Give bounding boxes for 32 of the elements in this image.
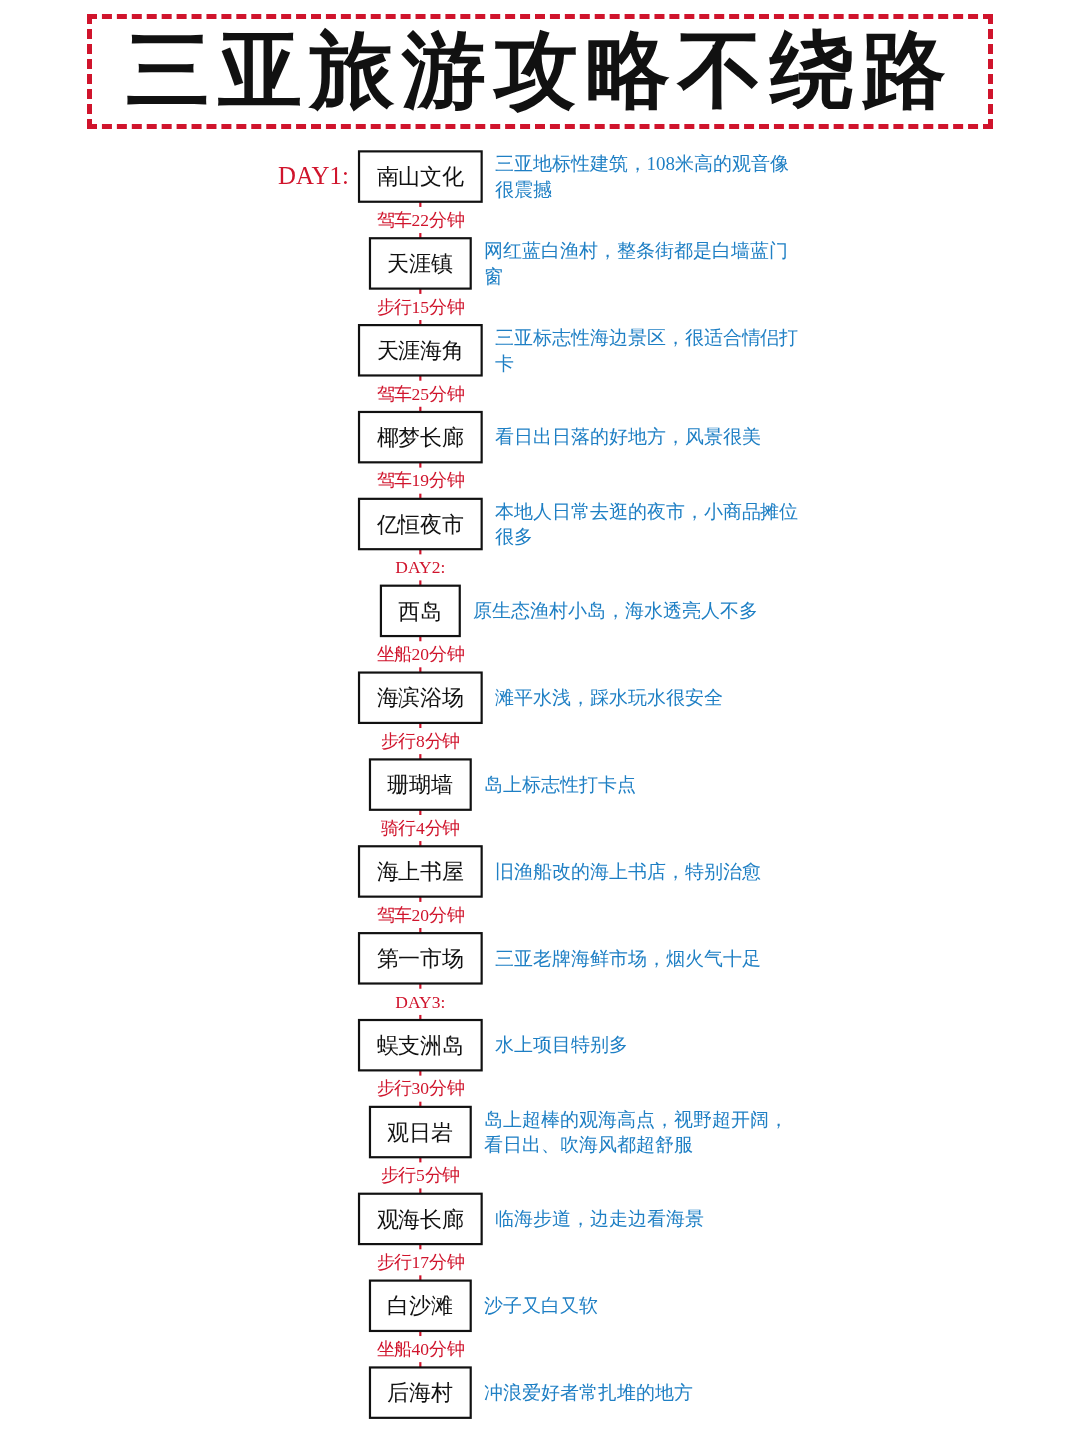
place-box: 天涯镇 (369, 236, 473, 290)
note-text: 本地人日常去逛的夜市，小商品摊位很多 (495, 499, 800, 550)
note-text: 岛上标志性打卡点 (484, 772, 637, 797)
place-box: 天涯海角 (358, 323, 484, 377)
note-text: 三亚地标性建筑，108米高的观音像很震撼 (495, 152, 791, 202)
place-box: 海上书屋 (358, 845, 484, 898)
note-text: 临海步道，边走边看海景 (495, 1207, 705, 1232)
note-text: 原生态渔村小岛，海水透亮人不多 (473, 599, 759, 624)
note-text: 三亚老牌海鲜市场，烟火气十足 (495, 946, 762, 971)
note-text: 旧渔船改的海上书店，特别治愈 (495, 859, 762, 884)
place-box: 后海村 (369, 1366, 473, 1419)
place-box: 蜈支洲岛 (358, 1018, 484, 1072)
place-box: 第一市场 (358, 931, 484, 985)
note-text: 滩平水浅，踩水玩水很安全 (495, 685, 724, 711)
place-box: 亿恒夜市 (358, 497, 484, 551)
note-text: 网红蓝白渔村，整条街都是白墙蓝门窗 (484, 238, 789, 289)
place-box: 海滨浴场 (358, 671, 484, 724)
note-text: 岛上超棒的观海高点，视野超开阔，看日出、吹海风都超舒服 (484, 1107, 789, 1158)
place-box: 西岛 (380, 584, 462, 637)
place-box: 白沙滩 (369, 1279, 473, 1332)
note-text: 冲浪爱好者常扎堆的地方 (484, 1380, 694, 1405)
note-text: 沙子又白又软 (484, 1294, 600, 1319)
note-text: 三亚标志性海边景区，很适合情侣打卡 (495, 325, 800, 376)
title: 三亚旅游攻略不绕路 (87, 14, 993, 129)
place-box: 珊瑚墙 (369, 758, 473, 811)
note-text: 看日出日落的好地方，风景很美 (495, 425, 762, 450)
place-box: 观海长廊 (358, 1192, 484, 1245)
day-label: DAY1: (278, 161, 350, 192)
place-box: 椰梦长廊 (358, 410, 484, 464)
place-box: 南山文化 (358, 150, 484, 203)
place-box: 观日岩 (369, 1105, 473, 1159)
note-text: 水上项目特别多 (495, 1033, 629, 1058)
